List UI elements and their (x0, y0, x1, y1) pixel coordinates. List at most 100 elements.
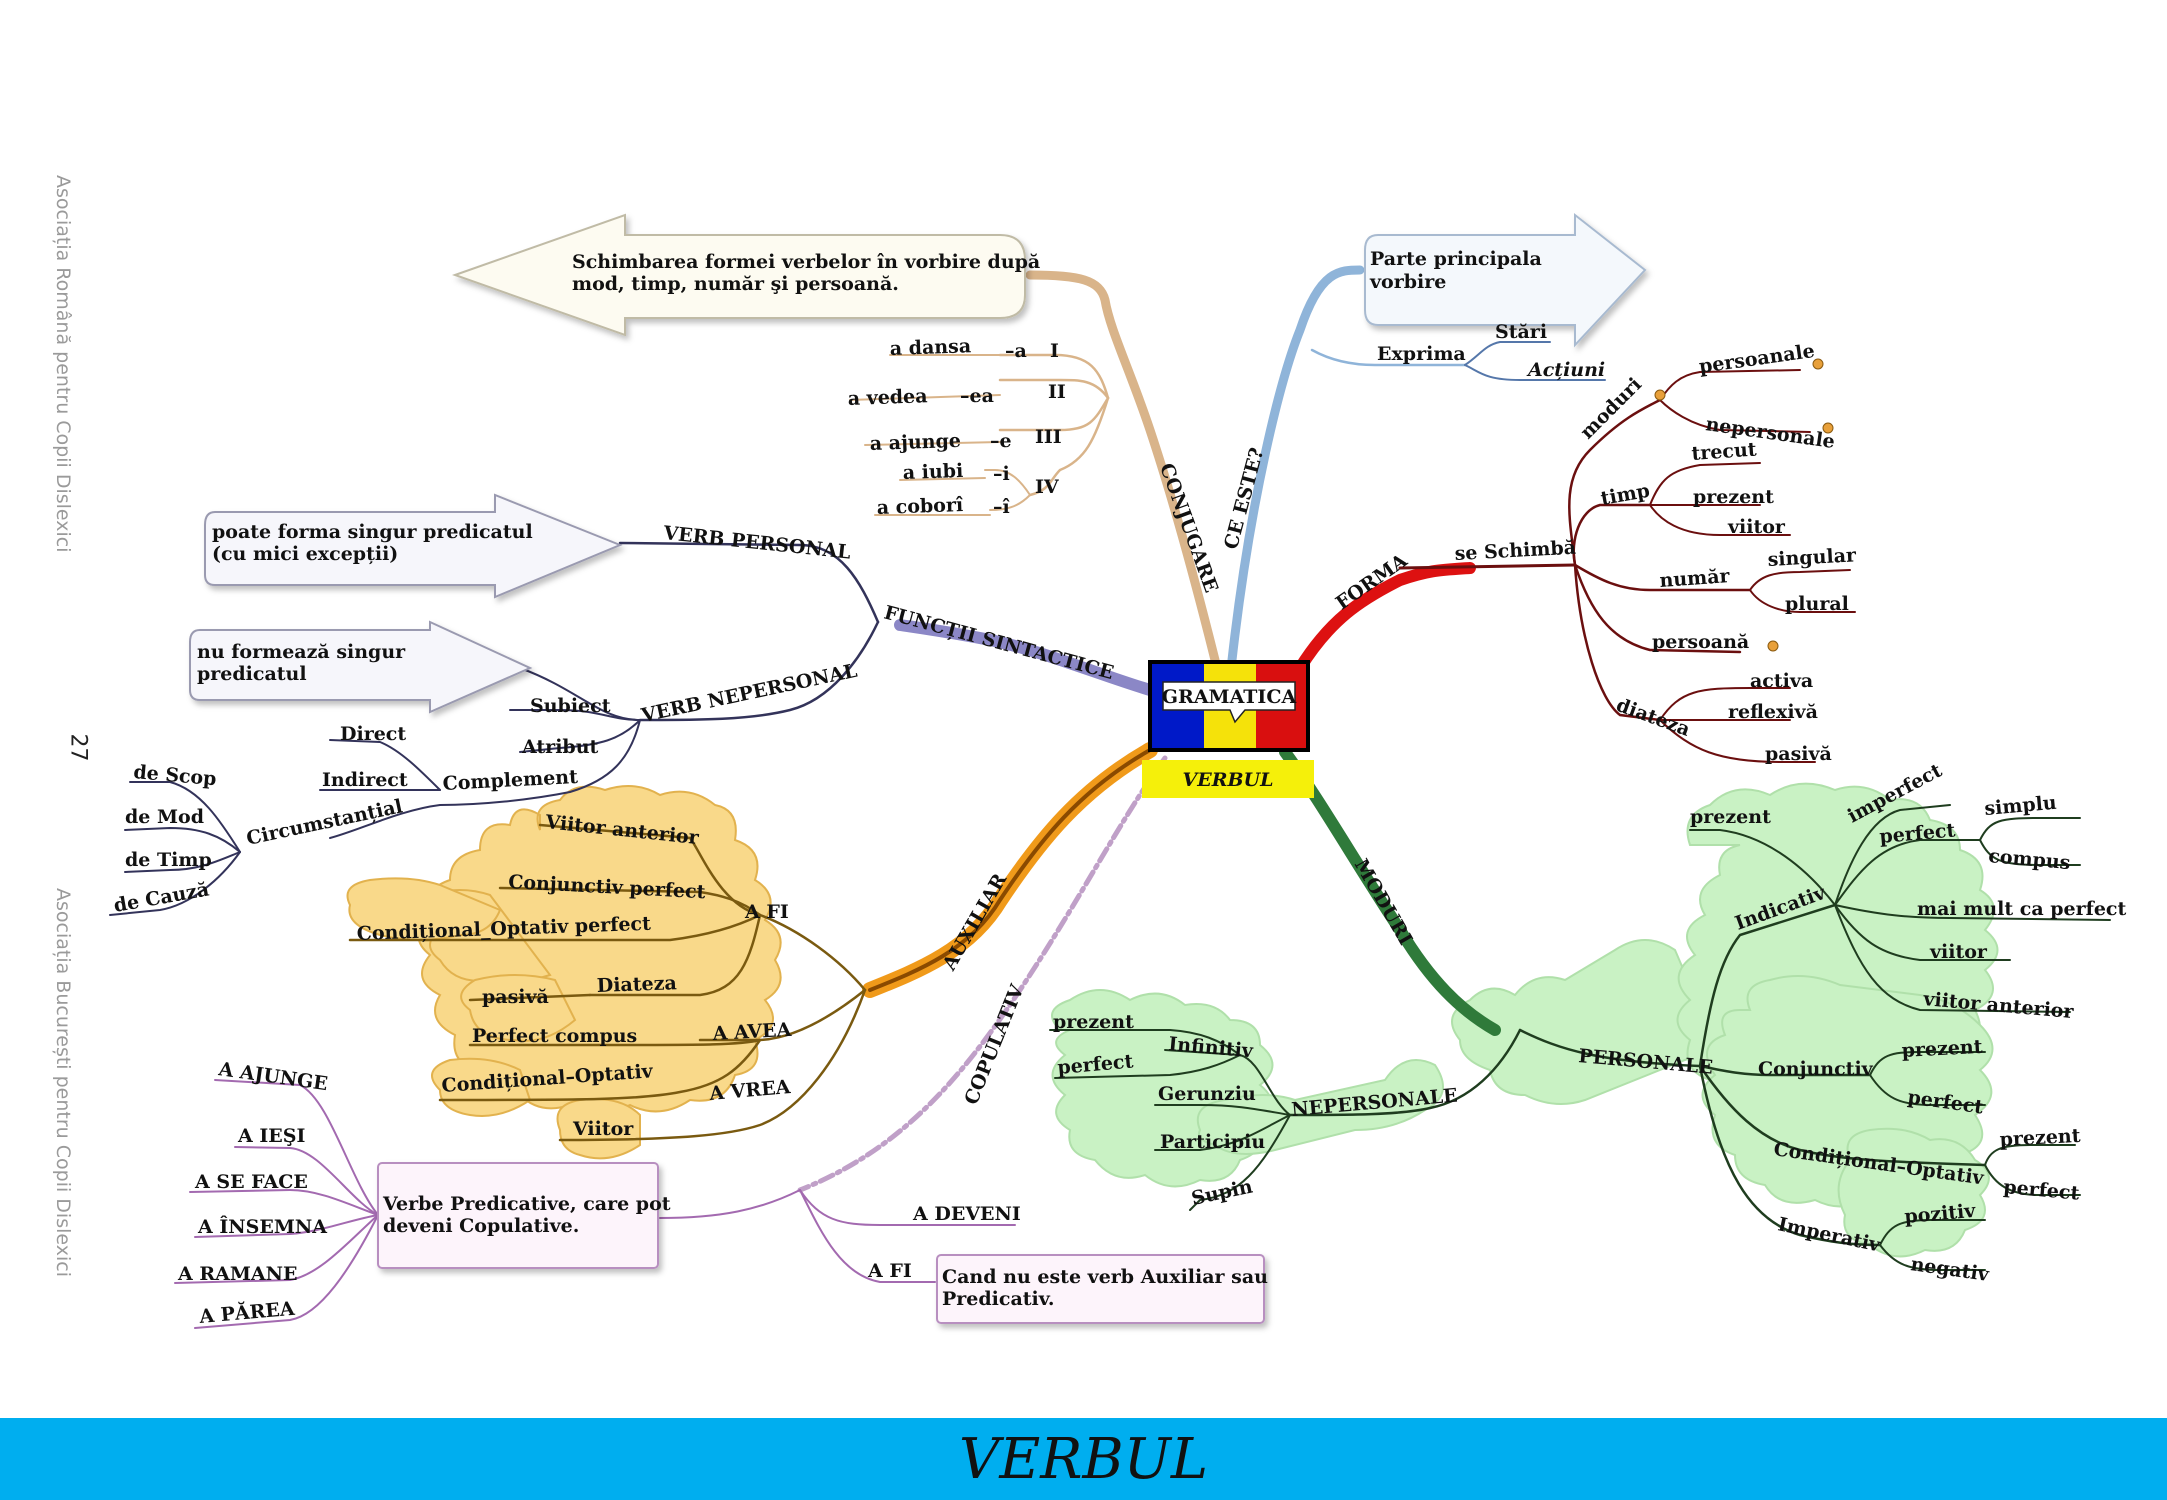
footer-bar: VERBUL (0, 1418, 2167, 1500)
center-logo-label: GRAMATICA (1162, 686, 1297, 708)
moduri-branch (1049, 746, 2111, 1271)
forma-numar-items-1-label: plural (1785, 593, 1849, 615)
moduri-nep-items-1-label: Participiu (1160, 1131, 1265, 1153)
ce-este-branch (1227, 265, 1606, 665)
conjugare-rows-2-verb-label: a ajunge (869, 430, 961, 455)
moduri-perfect-items-1-label: compus (1988, 845, 2072, 874)
ce-este-definition-arrow (1364, 212, 1647, 348)
forma-diateza-items-0-label: activa (1750, 670, 1813, 692)
copulativ-label-label: COPULATIV (960, 980, 1029, 1107)
auxiliar-diateza-label: Diateza (596, 972, 677, 997)
copulativ-verbs-2-label: A SE FACE (194, 1171, 308, 1193)
moduri-label-label: MODURI (1350, 855, 1417, 949)
copulativ-verbs-3-label: A ÎNSEMNA (197, 1215, 327, 1238)
conjugare-rows-1-ending-label: –ea (960, 385, 994, 407)
side-text-top: Asociația Română pentru Copii Dislexici (52, 175, 74, 553)
ce-este-items-1-label: Acțiuni (1526, 359, 1605, 381)
forma-timp-items-1-label: prezent (1693, 486, 1774, 508)
conjugare-rows-3-group-label: IV (1035, 476, 1060, 498)
functii-direct-label: Direct (340, 723, 406, 745)
functii-circ-items-2-label: de Timp (125, 849, 212, 871)
moduri-conditional-items-1-label: perfect (2003, 1176, 2081, 1205)
copulativ-branch (174, 755, 1168, 1329)
side-text-bottom: Asociația București pentru Copii Dislexi… (52, 888, 74, 1277)
functii-nepersonal-note-1-label: predicatul (197, 663, 307, 685)
functii-subiect-label: Subiect (530, 695, 611, 717)
conjugare-rows-3-verb-label: a iubi (902, 460, 963, 484)
functii-atribut-label: Atribut (521, 736, 599, 758)
forma-moduri-items-0-label: persoanale (1698, 340, 1816, 378)
moduri-indicativ-items-4-label: viitor (1929, 941, 1988, 963)
moduri-cloud (1051, 782, 1999, 1258)
functii-personal-label: VERB PERSONAL (661, 522, 851, 564)
forma-numar-items-0-label: singular (1767, 544, 1857, 571)
conjugare-rows-4-verb-label: a coborî (876, 494, 964, 519)
functii-circ-items-3-label: de Cauză (112, 879, 211, 917)
functii-personal-note-0-label: poate forma singur predicatul (212, 521, 533, 543)
moduri-nep-items-0-label: Gerunziu (1158, 1083, 1256, 1105)
forma-timp-items-2-label: viitor (1727, 516, 1786, 538)
conjugare-rows-1-verb-label: a vedea (847, 385, 927, 410)
moduri-conditional-items-0-label: prezent (1999, 1125, 2081, 1151)
auxiliar-branch (348, 742, 1158, 1142)
conjugare-rows-0-verb-label: a dansa (889, 335, 971, 360)
forma-diateza-items-1-label: reflexivă (1728, 701, 1818, 723)
conjugare-definition-arrow (451, 213, 1026, 337)
forma-persoana-label: persoană (1652, 631, 1749, 653)
copulativ-verbs-0-label: A AJUNGE (216, 1058, 329, 1095)
functii-label-label: FUNCȚII SINTACTICE (882, 602, 1116, 685)
conjugare-definition-1-label: mod, timp, număr şi persoană. (572, 273, 899, 295)
conjugare-rows-2-group-label: III (1035, 426, 1062, 448)
verb-personal-note-arrow (204, 493, 623, 599)
functii-circ-items-1-label: de Mod (125, 806, 204, 828)
forma-diateza-items-2-label: pasivă (1765, 743, 1832, 765)
conjugare-rows-4-ending-label: –î (993, 496, 1011, 518)
forma-schimba-label: se Schimbă (1454, 537, 1576, 565)
footer-title: VERBUL (958, 1426, 1209, 1492)
ce-este-definition-0-label: Parte principala (1370, 248, 1542, 270)
copulativ-verbs-4-label: A RAMANE (177, 1263, 298, 1285)
functii-circumstantial-label: Circumstanțial (244, 795, 404, 850)
a-fi-copulativ-note-box (936, 1254, 1265, 1324)
functii-branch (109, 541, 1156, 916)
auxiliar-a-avea-items-0-label: Perfect compus (472, 1025, 637, 1047)
forma-numar-label: număr (1659, 565, 1731, 592)
functii-personal-note-1-label: (cu mici excepții) (212, 543, 398, 565)
page-number: 27 (65, 733, 91, 762)
auxiliar-a-avea-label: A AVEA (711, 1019, 792, 1045)
auxiliar-pasiva-label: pasivă (482, 986, 549, 1008)
verbul-label-box (1142, 760, 1314, 798)
copulativ-verbs-1-label: A IEŞI (237, 1125, 305, 1147)
copulativ-a-deveni-label: A DEVENI (912, 1203, 1021, 1225)
conjugare-definition-0-label: Schimbarea formei verbelor în vorbire du… (572, 251, 1040, 273)
copulativ-a-fi-label: A FI (867, 1260, 912, 1282)
auxiliar-cloud (346, 785, 782, 1160)
center-subtitle-label: VERBUL (1182, 769, 1273, 791)
conjugare-rows-1-group-label: II (1048, 381, 1066, 403)
conjugare-rows-0-ending-label: –a (1005, 340, 1027, 362)
moduri-conjunctiv-label: Conjunctiv (1758, 1058, 1874, 1080)
functii-circ-items-0-label: de Scop (133, 761, 218, 790)
ce-este-exprima-label: Exprima (1377, 343, 1466, 365)
auxiliar-a-vrea-items-0-label: Viitor (572, 1118, 634, 1140)
verb-nepersonal-note-arrow (189, 620, 533, 714)
conjugare-rows-3-ending-label: –i (993, 463, 1010, 485)
auxiliar-a-fi-label: A FI (744, 901, 789, 923)
moduri-infinitiv-items-0-label: prezent (1053, 1011, 1134, 1033)
copulativ-verbs-5-label: A PĂREA (197, 1297, 295, 1328)
forma-branch (1294, 369, 1856, 763)
ce-este-definition-1-label: vorbire (1369, 271, 1446, 293)
ce-este-label-label: CE ESTE? (1220, 445, 1268, 551)
predicative-verbs-box (377, 1162, 659, 1269)
copulativ-predicative-0-label: Verbe Predicative, care pot (382, 1193, 671, 1215)
forma-diateza-label: diateza (1613, 694, 1693, 741)
copulativ-a-fi-note-1-label: Predicativ. (942, 1288, 1055, 1310)
conjugare-branch (849, 270, 1220, 665)
functii-nepersonal-note-0-label: nu formează singur (197, 641, 406, 663)
conjugare-rows-2-ending-label: –e (990, 430, 1012, 452)
moduri-conjunctiv-items-0-label: prezent (1901, 1036, 1983, 1062)
ce-este-items-0-label: Stări (1495, 321, 1547, 343)
conjugare-rows-0-group-label: I (1050, 340, 1059, 362)
forma-moduri-label: moduri (1576, 373, 1646, 443)
